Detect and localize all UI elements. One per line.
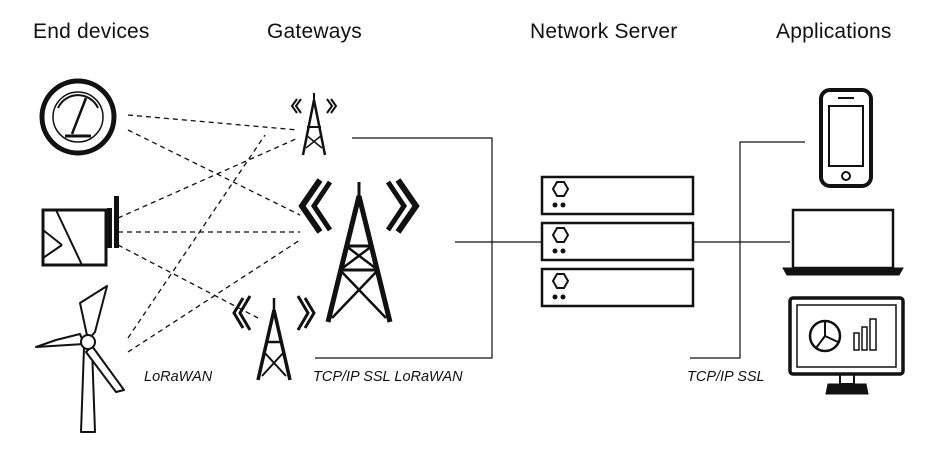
- column-title-gateways: Gateways: [267, 20, 362, 43]
- monitor-dashboard-icon: [788, 296, 905, 395]
- medium-gateway-tower-icon: [232, 295, 316, 381]
- backhaul-links: [315, 137, 805, 359]
- lorawan-radio-links: [117, 114, 301, 353]
- large-gateway-tower-icon: [298, 178, 420, 323]
- smartphone-icon: [819, 88, 873, 188]
- small-gateway-tower-icon: [290, 93, 338, 156]
- column-title-applications: Applications: [776, 20, 892, 43]
- wind-turbine-icon: [35, 285, 125, 433]
- laptop-icon: [782, 208, 904, 276]
- lorawan-protocol-label: LoRaWAN: [144, 369, 213, 385]
- tcp-ssl-lorawan-protocol-label: TCP/IP SSL LoRaWAN: [313, 369, 463, 385]
- tracker-device-icon: [41, 196, 119, 267]
- tcp-ssl-protocol-label: TCP/IP SSL: [687, 369, 765, 385]
- column-title-end-devices: End devices: [33, 20, 150, 43]
- column-title-network-server: Network Server: [530, 20, 678, 43]
- server-rack-icon: [540, 175, 695, 308]
- gauge-meter-icon: [39, 78, 117, 156]
